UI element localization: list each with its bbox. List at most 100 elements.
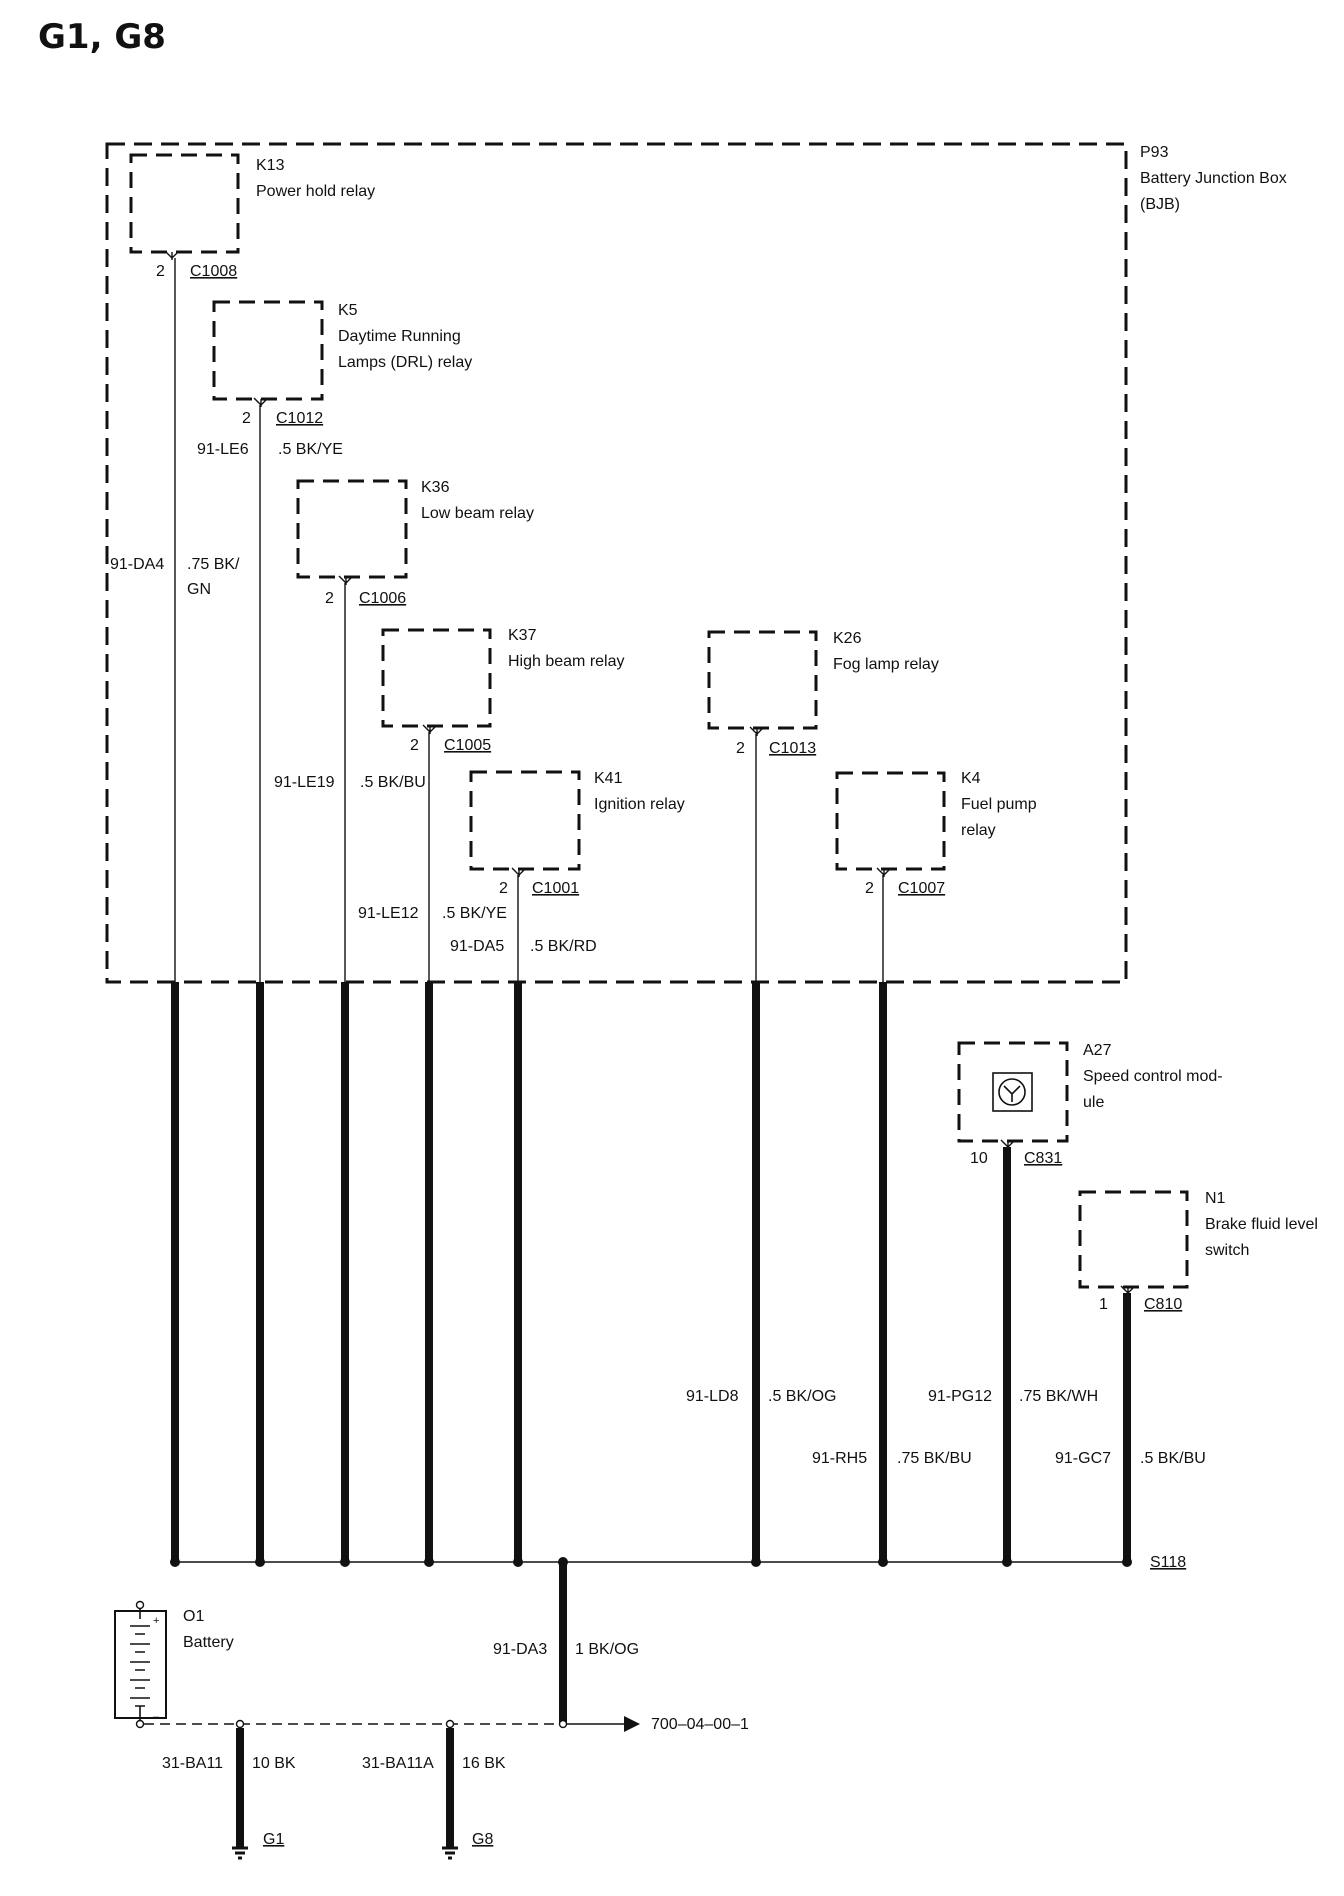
module-a27: A27 Speed control mod- ule 10 C831 91-PG… — [928, 1041, 1223, 1562]
connector-symbol — [876, 867, 892, 877]
wire-code: 91-RH5 — [812, 1450, 867, 1467]
wire-spec-cont: GN — [187, 581, 211, 598]
module-label: Brake fluid level — [1205, 1216, 1318, 1233]
pin-number: 2 — [325, 590, 334, 607]
bjb-id: P93 — [1140, 144, 1169, 161]
module-n1: N1 Brake fluid level switch 1 C810 91-GC… — [1055, 1190, 1318, 1562]
relay-id: K36 — [421, 479, 450, 496]
battery-plus: + — [153, 1615, 159, 1627]
splice-s118: S118 — [170, 1554, 1186, 1571]
battery-o1: + – O1 Battery — [114, 1600, 234, 1729]
relay-id: K4 — [961, 770, 981, 787]
ground-g8: 31-BA11A 16 BK G8 — [362, 1719, 506, 1860]
pin-number: 10 — [970, 1150, 988, 1167]
connector-id: C1005 — [444, 737, 491, 754]
relay-label: High beam relay — [508, 653, 625, 670]
wire-spec: 1 BK/OG — [575, 1641, 639, 1658]
connector-symbol — [422, 724, 438, 734]
ground-icon — [442, 1846, 458, 1860]
wire-spec: 10 BK — [252, 1755, 296, 1772]
relay-k26-box — [707, 630, 818, 730]
relay-id: K41 — [594, 770, 623, 787]
page-reference: 700–04–00–1 — [651, 1716, 749, 1733]
wire-spec: .5 BK/YE — [278, 441, 343, 458]
ground-icon — [232, 1846, 248, 1860]
connector-id: C810 — [1144, 1296, 1182, 1313]
module-id: A27 — [1083, 1042, 1112, 1059]
relay-label: Ignition relay — [594, 796, 685, 813]
pin-number: 2 — [410, 737, 419, 754]
splice-dot — [255, 1557, 265, 1567]
relay-k4: K4 Fuel pump relay 2 C1007 91-RH5 .75 BK… — [812, 770, 1037, 1562]
bjb-name: Battery Junction Box — [1140, 170, 1287, 187]
relay-k26: K26 Fog lamp relay 2 C1013 91-LD8 .5 BK/… — [686, 630, 939, 1562]
relay-k37-box — [381, 628, 492, 728]
module-n1-box — [1078, 1190, 1189, 1289]
connector-symbol — [749, 726, 765, 736]
relay-label-2: relay — [961, 822, 996, 839]
relay-k41-box — [469, 770, 581, 871]
wire-code: 91-LE12 — [358, 905, 419, 922]
relay-k5: K5 Daytime Running Lamps (DRL) relay 2 C… — [197, 300, 472, 1562]
relay-k41: K41 Ignition relay 2 C1001 91-DA5 .5 BK/… — [450, 770, 685, 1562]
relay-k4-box — [835, 771, 946, 871]
junction-node — [235, 1719, 245, 1729]
splice-dot — [1002, 1557, 1012, 1567]
wire-code: 91-GC7 — [1055, 1450, 1111, 1467]
module-id: N1 — [1205, 1190, 1226, 1207]
wire-code: 91-DA3 — [493, 1641, 547, 1658]
wire-code: 91-LD8 — [686, 1388, 739, 1405]
wire-spec: 16 BK — [462, 1755, 506, 1772]
splice-dot — [340, 1557, 350, 1567]
connector-symbol — [338, 575, 354, 585]
battery-label: Battery — [183, 1634, 234, 1651]
relay-label-2: Lamps (DRL) relay — [338, 354, 472, 371]
pin-number: 2 — [499, 880, 508, 897]
wire-spec: .5 BK/YE — [442, 905, 507, 922]
wire-code: 31-BA11A — [362, 1755, 434, 1772]
splice-dot — [513, 1557, 523, 1567]
battery-icon — [114, 1610, 167, 1719]
splice-dot — [751, 1557, 761, 1567]
ground-id: G8 — [472, 1831, 493, 1848]
module-label: Speed control mod- — [1083, 1068, 1223, 1085]
wire-code: 91-DA5 — [450, 938, 504, 955]
splice-dot — [878, 1557, 888, 1567]
ground-id: G1 — [263, 1831, 284, 1848]
relay-k37: K37 High beam relay 2 C1005 91-LE12 .5 B… — [358, 627, 625, 1562]
connector-symbol — [164, 250, 180, 260]
relay-k36: K36 Low beam relay 2 C1006 91-LE19 .5 BK… — [274, 479, 534, 1562]
connector-id: C1001 — [532, 880, 579, 897]
splice-dot — [170, 1557, 180, 1567]
wire-code: 91-LE6 — [197, 441, 249, 458]
pin-number: 1 — [1099, 1296, 1108, 1313]
arrow-right-icon — [624, 1716, 640, 1732]
battery-junction-box-outline — [105, 142, 1128, 984]
pin-number: 2 — [736, 740, 745, 757]
wire-spec: .5 BK/OG — [768, 1388, 836, 1405]
splice-dot — [1122, 1557, 1132, 1567]
relay-k5-box — [212, 300, 324, 401]
connector-id: C1012 — [276, 410, 323, 427]
connector-symbol — [253, 397, 269, 407]
module-label-2: switch — [1205, 1242, 1249, 1259]
wire-spec: .75 BK/ — [187, 556, 240, 573]
connector-symbol — [511, 867, 527, 877]
wire-code: 91-DA4 — [110, 556, 164, 573]
relay-id: K26 — [833, 630, 862, 647]
connector-id: C1007 — [898, 880, 945, 897]
splice-dot — [424, 1557, 434, 1567]
battery-minus: – — [153, 1711, 160, 1723]
wire-code: 91-LE19 — [274, 774, 335, 791]
pin-number: 2 — [242, 410, 251, 427]
main-ground-wire: 91-DA3 1 BK/OG — [493, 1562, 639, 1724]
pin-number: 2 — [865, 880, 874, 897]
ground-g1: 31-BA11 10 BK G1 — [162, 1719, 296, 1860]
battery-id: O1 — [183, 1608, 204, 1625]
wire-spec: .75 BK/WH — [1019, 1388, 1098, 1405]
battery-cells — [130, 1605, 150, 1724]
relay-label: Power hold relay — [256, 183, 375, 200]
splice-id: S118 — [1150, 1554, 1186, 1571]
connector-id: C1006 — [359, 590, 406, 607]
